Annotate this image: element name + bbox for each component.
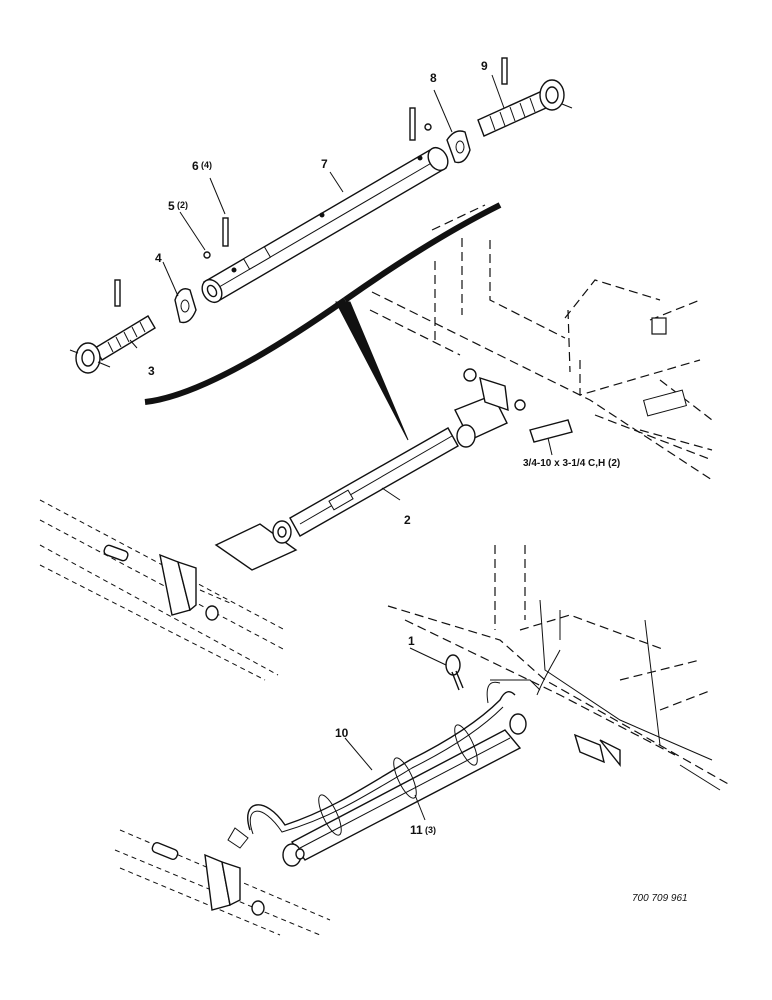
- drawing-number: 700 709 961: [632, 893, 688, 904]
- detail-frame-upper: [343, 202, 502, 303]
- callout-7: 7: [321, 157, 328, 171]
- callout-4: 4: [155, 251, 162, 265]
- callout-leaders: [129, 74, 505, 349]
- bolt-spec-note: 3/4-10 x 3-1/4 C,H (2): [523, 458, 620, 469]
- callout-1: 1: [408, 634, 415, 648]
- spacer-4: [174, 288, 197, 324]
- spacer-8: [446, 130, 471, 164]
- mower-frame-right: [369, 204, 713, 481]
- detail-frame-lower: [144, 297, 347, 405]
- callout-3: 3: [148, 364, 155, 378]
- hose-10: [247, 691, 516, 831]
- lower-frame-left: [114, 829, 331, 936]
- bottom-leaders: [344, 487, 447, 821]
- gasket-plate-left: [214, 523, 298, 571]
- exploded-detail: [69, 57, 573, 441]
- callout-6-qty: (4): [201, 160, 212, 170]
- set-screw-5: [203, 251, 211, 259]
- callout-11: 11: [410, 823, 423, 837]
- cylinder-installed: [282, 713, 621, 867]
- tube-part-7: [201, 146, 449, 304]
- callout-5: 5: [168, 199, 175, 213]
- hitch-bracket-left: [103, 544, 219, 621]
- rod-end-3: [69, 279, 156, 374]
- callout-2: 2: [404, 513, 411, 527]
- callout-11-qty: (3): [425, 825, 436, 835]
- cylinder-2: [272, 424, 476, 544]
- mower-frame-left: [39, 499, 286, 681]
- lower-frame-right: [387, 545, 731, 791]
- bolt-spec-leader: [547, 437, 553, 456]
- hose-clamps-11: [318, 724, 478, 836]
- rod-end-9: [477, 57, 573, 137]
- callout-5-qty: (2): [177, 200, 188, 210]
- callout-9: 9: [481, 59, 488, 73]
- callout-10: 10: [335, 726, 349, 740]
- set-screw-5b: [424, 123, 432, 131]
- hitch-pin-1: [445, 654, 464, 691]
- callout-6: 6: [192, 159, 199, 173]
- detail-leader: [335, 301, 409, 441]
- roll-pin-6: [222, 107, 416, 247]
- callout-8: 8: [430, 71, 437, 85]
- mount-bolts: [463, 368, 573, 443]
